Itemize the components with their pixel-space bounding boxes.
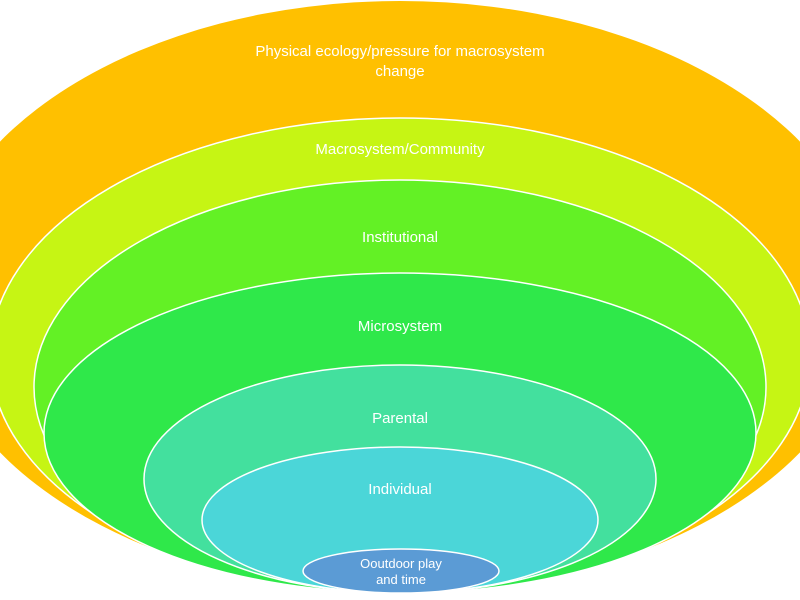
ellipse-outdoor-play — [302, 548, 500, 594]
layer-outdoor-play: Ooutdoor play and time — [302, 548, 500, 594]
label-outdoor-play-1: Ooutdoor play — [360, 556, 442, 571]
label-parental: Parental — [372, 410, 428, 427]
layer-individual: Individual — [201, 446, 599, 594]
label-individual: Individual — [368, 481, 431, 498]
label-outdoor-play-2: and time — [376, 572, 426, 587]
label-institutional: Institutional — [362, 229, 438, 246]
label-physical-ecology-2: change — [375, 63, 424, 80]
label-macrosystem: Macrosystem/Community — [315, 141, 485, 158]
label-microsystem: Microsystem — [358, 318, 442, 335]
label-physical-ecology-1: Physical ecology/pressure for macrosyste… — [255, 43, 544, 60]
